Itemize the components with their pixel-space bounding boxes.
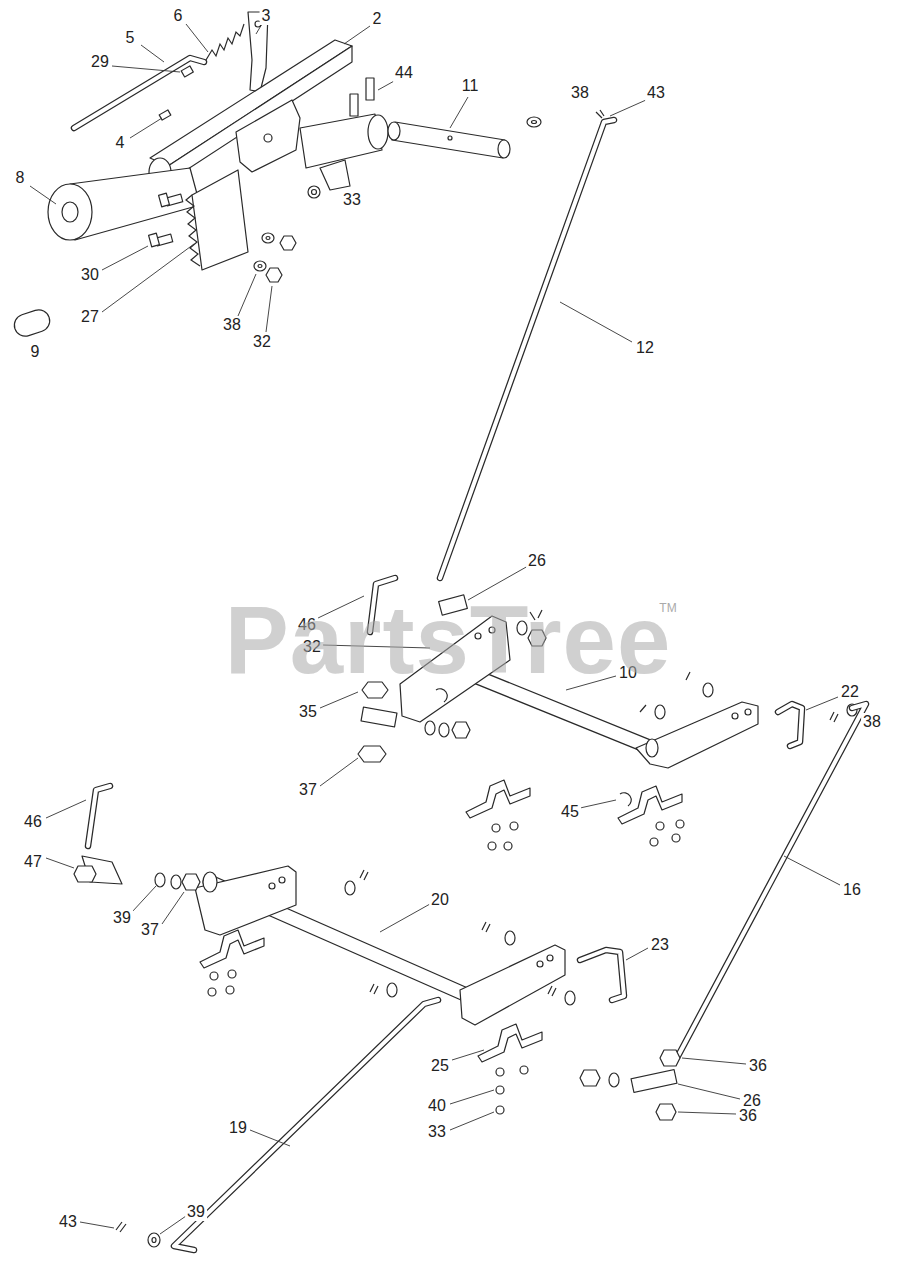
callout-number: 45 — [559, 803, 581, 821]
callout-number: 36 — [747, 1057, 769, 1075]
callout-number: 26 — [526, 552, 548, 570]
callout-number: 38 — [221, 316, 243, 334]
callout-number: 29 — [89, 53, 111, 71]
callout-number: 35 — [297, 703, 319, 721]
callout-number: 38 — [569, 84, 591, 102]
callout-number: 6 — [172, 7, 185, 25]
watermark: PartsTree — [225, 590, 672, 690]
callout-number: 32 — [251, 333, 273, 351]
callout-number: 5 — [124, 29, 137, 47]
callout-number: 9 — [29, 343, 42, 361]
callout-number: 39 — [185, 1203, 207, 1221]
callout-number: 23 — [649, 936, 671, 954]
callout-number: 20 — [429, 891, 451, 909]
callout-number: 25 — [429, 1057, 451, 1075]
callout-number: 39 — [111, 909, 133, 927]
callout-number: 19 — [227, 1119, 249, 1137]
callout-number: 16 — [841, 881, 863, 899]
callout-number: 3 — [260, 7, 273, 25]
callout-number: 37 — [139, 921, 161, 939]
callout-number: 22 — [839, 683, 861, 701]
callout-number: 43 — [645, 84, 667, 102]
callout-number: 33 — [341, 191, 363, 209]
callout-number: 36 — [737, 1107, 759, 1125]
callout-number: 30 — [79, 266, 101, 284]
callout-number: 44 — [393, 64, 415, 82]
callout-number: 46 — [22, 813, 44, 831]
callout-number: 33 — [426, 1123, 448, 1141]
callout-number: 38 — [861, 713, 883, 731]
callout-number: 12 — [634, 339, 656, 357]
callout-number: 11 — [460, 77, 481, 95]
callout-number: 2 — [371, 10, 384, 28]
callout-number: 47 — [22, 853, 44, 871]
callout-number: 37 — [297, 781, 319, 799]
callout-number: 4 — [114, 134, 127, 152]
callout-number: 40 — [426, 1097, 448, 1115]
callout-number: 8 — [14, 169, 27, 187]
callout-number: 27 — [79, 308, 101, 326]
callout-number: 43 — [57, 1213, 79, 1231]
trademark-mark: TM — [659, 601, 676, 615]
